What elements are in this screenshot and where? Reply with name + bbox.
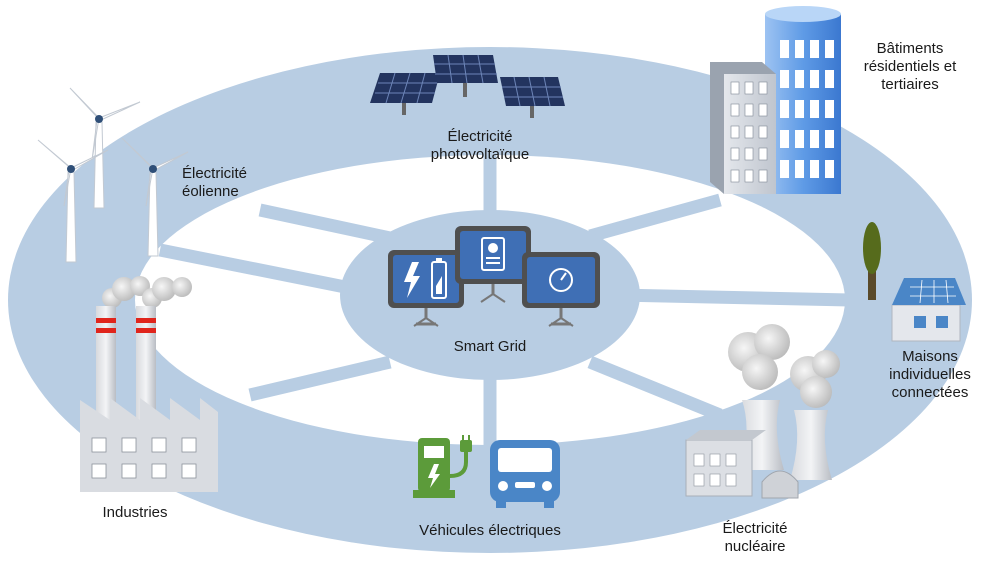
document-chart-monitor-icon (455, 226, 531, 303)
buildings-label: Bâtiments résidentiels et tertiaires (863, 40, 957, 93)
battery-charging-monitor-icon (388, 250, 464, 327)
factory-icon (80, 276, 218, 492)
vehicles-label: Véhicules électriques (419, 522, 561, 539)
ev-charging-station-icon (413, 435, 472, 498)
electric-bus-icon (490, 440, 560, 508)
house-with-solar-roof-icon (863, 222, 966, 342)
gauge-monitor-icon (522, 252, 600, 327)
smart-grid-label: Smart Grid (453, 338, 527, 355)
houses-label: Maisons individuelles connectées (889, 348, 971, 401)
office-buildings-icon (710, 6, 841, 194)
solar-panels-icon (370, 54, 565, 118)
wind-turbines-icon (37, 87, 189, 263)
industry-label: Industries (102, 504, 168, 521)
solar-label: Électricité photovoltaïque (430, 128, 530, 163)
nuclear-plant-icon (685, 324, 840, 499)
network-spokes (158, 150, 851, 450)
nuclear-label: Électricité nucléaire (722, 520, 788, 555)
wind-label: Électricité éolienne (182, 165, 248, 200)
